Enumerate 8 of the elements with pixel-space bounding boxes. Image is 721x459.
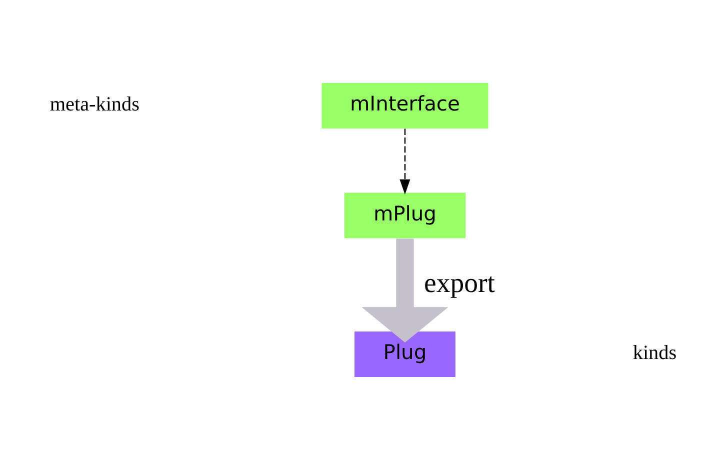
label: meta-kinds [50, 93, 140, 116]
arrow [400, 128, 410, 194]
node-box: mInterface [322, 82, 488, 128]
edge-label: export [424, 267, 495, 298]
node-box: Plug [354, 331, 456, 376]
label: kinds [632, 342, 677, 364]
arrow [362, 238, 448, 342]
node-box: mPlug [344, 192, 466, 238]
